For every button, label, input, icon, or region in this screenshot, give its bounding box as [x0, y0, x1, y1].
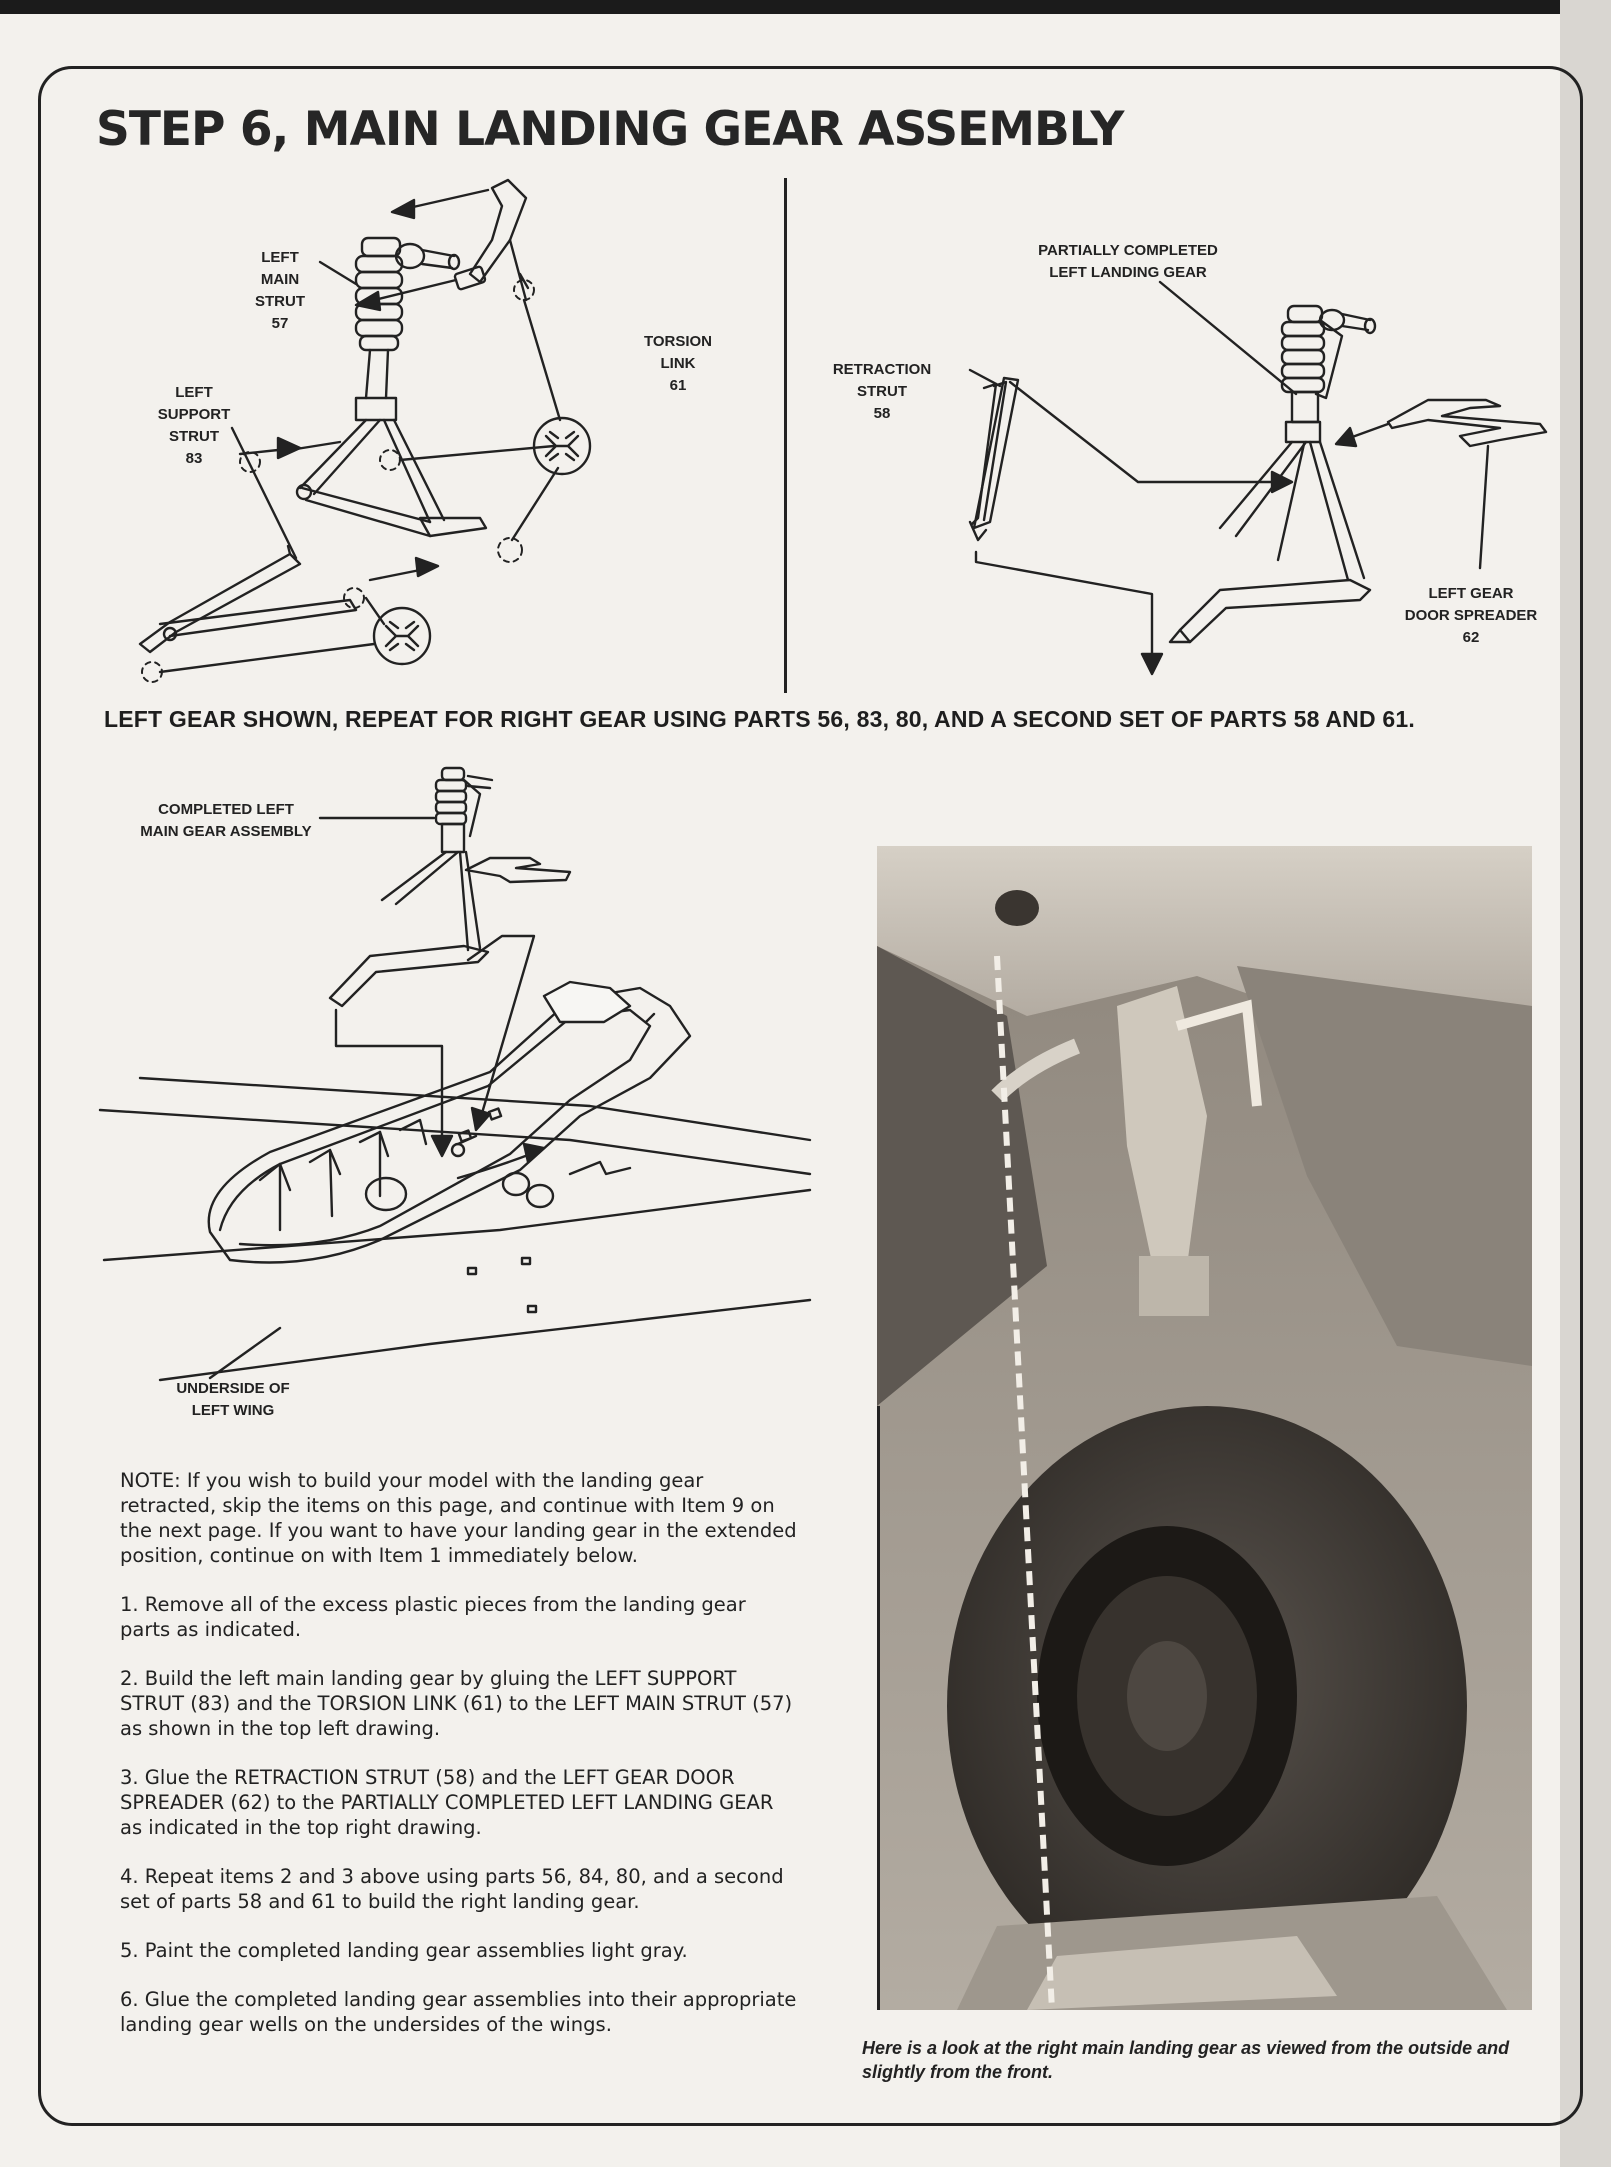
label-torsion-link: TORSION LINK 61	[643, 333, 713, 394]
label-completed-assembly: COMPLETED LEFT MAIN GEAR ASSEMBLY	[140, 801, 312, 840]
page-frame	[38, 66, 1583, 2126]
label-left-support-strut: LEFT SUPPORT STRUT 83	[157, 384, 231, 467]
photo-caption: Here is a look at the right main landing…	[862, 2038, 1510, 2082]
leader-lines	[208, 816, 436, 1380]
dashed-callouts	[141, 279, 562, 683]
landing-gear-photo	[877, 846, 1532, 2010]
instruction-step-2: 2. Build the left main landing gear by g…	[120, 1667, 793, 1740]
instruction-step-4: 4. Repeat items 2 and 3 above using part…	[120, 1865, 784, 1913]
left-main-strut-shape	[295, 236, 488, 538]
leader-lines	[968, 280, 1490, 570]
torsion-link-shape	[453, 178, 528, 302]
column-divider	[784, 178, 787, 693]
retracted-gear-note: NOTE: If you wish to build your model wi…	[120, 1469, 797, 1567]
label-left-main-strut: LEFT MAIN STRUT 57	[255, 249, 305, 332]
instruction-step-3: 3. Glue the RETRACTION STRUT (58) and th…	[120, 1766, 774, 1839]
assembly-arrows	[974, 380, 1390, 676]
instructions: NOTE: If you wish to build your model wi…	[120, 1468, 800, 2061]
instruction-step-6: 6. Glue the completed landing gear assem…	[120, 1988, 797, 2036]
label-partially-completed-gear: PARTIALLY COMPLETED LEFT LANDING GEAR	[1038, 242, 1218, 281]
cut-symbol-icon	[372, 606, 432, 666]
instruction-step-1: 1. Remove all of the excess plastic piec…	[120, 1593, 746, 1641]
leader-lines	[230, 260, 530, 560]
cut-symbol-icon	[532, 416, 592, 476]
left-support-strut-shape	[138, 544, 358, 654]
retraction-strut-shape	[968, 376, 1020, 542]
label-retraction-strut: RETRACTION STRUT 58	[832, 361, 932, 422]
page-title: STEP 6, MAIN LANDING GEAR ASSEMBLY	[96, 102, 1124, 157]
assembly-arrows	[238, 188, 490, 582]
label-door-spreader: LEFT GEAR DOOR SPREADER 62	[1404, 585, 1538, 646]
repeat-for-right-gear-note: LEFT GEAR SHOWN, REPEAT FOR RIGHT GEAR U…	[104, 706, 1415, 732]
top-right-drawing	[968, 280, 1548, 676]
door-spreader-shape	[1386, 398, 1548, 448]
wing-installation-drawing	[98, 766, 812, 1382]
wing-nacelle-shape	[98, 980, 812, 1382]
top-left-drawing	[138, 178, 592, 683]
next-page-edge	[1560, 0, 1611, 2167]
assembly-arrows	[334, 934, 546, 1180]
page-top-edge	[0, 0, 1611, 14]
instruction-step-5: 5. Paint the completed landing gear asse…	[120, 1939, 688, 1962]
completed-gear-shape	[328, 766, 572, 1008]
label-underside-wing: UNDERSIDE OF LEFT WING	[176, 1380, 290, 1419]
